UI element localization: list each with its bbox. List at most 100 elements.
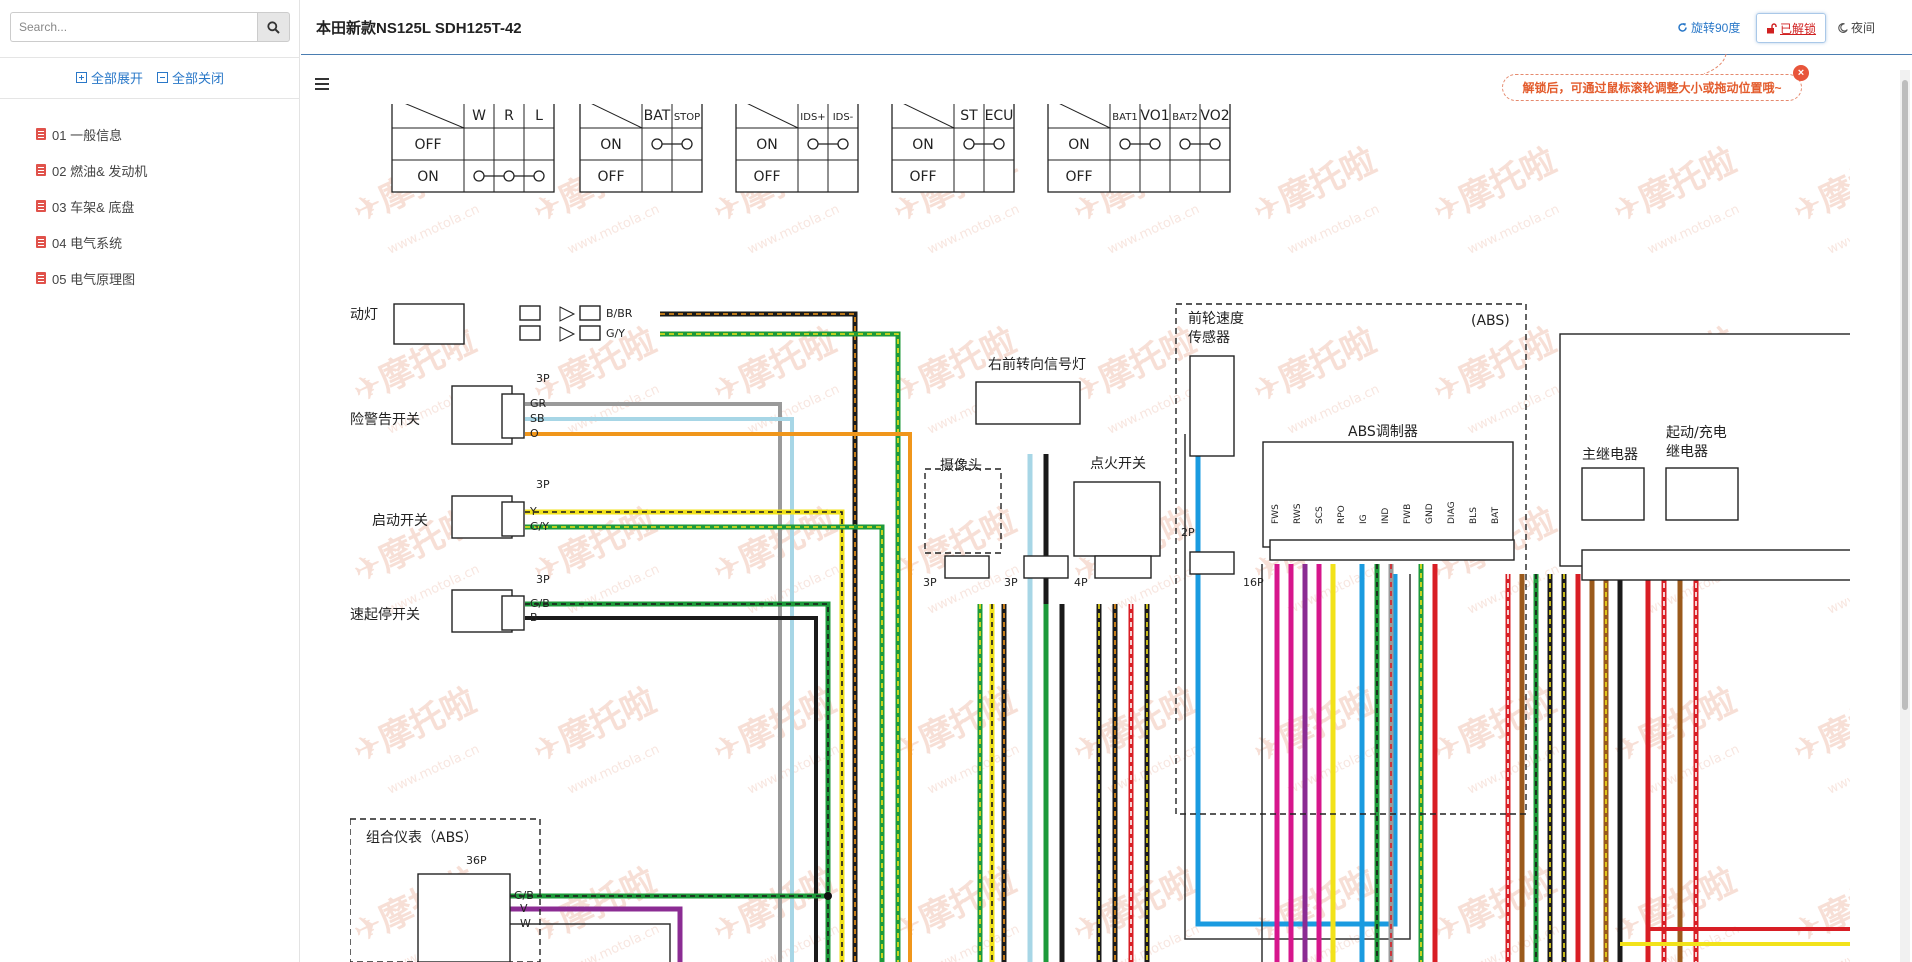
switch-row-label: ON bbox=[1068, 137, 1090, 153]
wire-y-stripe bbox=[525, 511, 843, 962]
search-bar bbox=[10, 12, 290, 42]
wire-code-label: G/Y bbox=[530, 520, 549, 533]
label-stop-lamp: 动灯 bbox=[350, 307, 378, 323]
abs-pin-label: FWS bbox=[1271, 504, 1281, 524]
label-3p-turn: 3P bbox=[1004, 576, 1018, 589]
switch-column-label: ECU bbox=[985, 108, 1014, 124]
switch-column-label: ST bbox=[960, 108, 978, 124]
label-front-speed-sensor: 前轮速度 传感器 bbox=[1188, 311, 1244, 346]
diode-symbol bbox=[559, 326, 576, 342]
wire-code-label: G/B bbox=[514, 889, 534, 902]
conduction-dot bbox=[963, 138, 975, 150]
unlock-button[interactable]: 已解锁 bbox=[1756, 13, 1827, 43]
search-input[interactable] bbox=[10, 12, 257, 42]
chapter-label: 01 一般信息 bbox=[52, 127, 123, 143]
wire-code-label: O bbox=[530, 427, 539, 440]
tooltip-pointer bbox=[1703, 53, 1727, 75]
abs-pin-label: GND bbox=[1425, 503, 1435, 524]
hamburger-menu-icon[interactable] bbox=[315, 78, 329, 90]
main-relay bbox=[1581, 467, 1645, 521]
document-icon bbox=[36, 236, 46, 248]
switch-row-label: ON bbox=[417, 169, 439, 185]
conduction-dot bbox=[1209, 138, 1221, 150]
turn-signal-lamp bbox=[975, 381, 1081, 425]
document-icon bbox=[36, 164, 46, 176]
close-icon[interactable]: × bbox=[1793, 65, 1809, 81]
night-label: 夜间 bbox=[1851, 21, 1876, 35]
label-ignition-switch: 点火开关 bbox=[1090, 456, 1146, 472]
switch-column-label: W bbox=[472, 108, 486, 124]
wiring-diagram[interactable]: ✈摩托啦 www.motola.cn WRLOFFONBATSTOPONOFFI… bbox=[350, 104, 1850, 962]
meter-dashed-box bbox=[350, 818, 541, 962]
switch-row-label: ON bbox=[912, 137, 934, 153]
meter-connector bbox=[417, 873, 511, 962]
chapter-list: 01 一般信息 02 燃油& 发动机 03 车架& 底盘 04 电气系统 05 … bbox=[36, 116, 147, 296]
table-diagonal bbox=[405, 104, 465, 129]
rotate-button[interactable]: 旋转90度 bbox=[1677, 19, 1740, 36]
collapse-all-label: 全部关闭 bbox=[172, 70, 225, 86]
camera-connector bbox=[944, 555, 990, 579]
label-idle-stop-switch: 速起停开关 bbox=[350, 607, 420, 623]
collapse-all-link[interactable]: 全部关闭 bbox=[157, 66, 224, 88]
switch-row-label: OFF bbox=[597, 169, 624, 185]
label-start-switch: 启动开关 bbox=[372, 513, 428, 529]
abs-dashed-box bbox=[1175, 303, 1527, 815]
wire-b bbox=[525, 616, 818, 962]
sensor-connector bbox=[1189, 551, 1235, 575]
conduction-dot bbox=[681, 138, 693, 150]
abs-pin-label: FWB bbox=[1403, 504, 1413, 524]
connector bbox=[519, 325, 541, 341]
connector bbox=[501, 595, 525, 631]
wire-code-label: GR bbox=[530, 397, 547, 410]
label-camera: 摄像头 bbox=[940, 458, 982, 474]
connector bbox=[501, 393, 525, 439]
label-36p: 36P bbox=[466, 854, 487, 867]
wire-o bbox=[525, 432, 912, 962]
wire-code-label: V bbox=[520, 902, 528, 915]
expand-all-link[interactable]: 全部展开 bbox=[75, 66, 143, 88]
wire-sensor-w bbox=[1184, 434, 1411, 940]
switch-table bbox=[391, 104, 555, 193]
conduction-dot bbox=[1119, 138, 1131, 150]
scrollbar-thumb[interactable] bbox=[1902, 80, 1908, 710]
diode-symbol bbox=[559, 306, 576, 322]
vertical-scrollbar[interactable] bbox=[1900, 70, 1910, 962]
table-diagonal bbox=[1059, 104, 1111, 129]
connector bbox=[579, 325, 601, 341]
unlock-icon bbox=[1767, 22, 1777, 33]
chapter-item-05[interactable]: 05 电气原理图 bbox=[36, 260, 147, 296]
ignition-switch bbox=[1073, 481, 1161, 557]
switch-column-label: R bbox=[504, 108, 514, 124]
search-button[interactable] bbox=[257, 12, 290, 42]
switch-row-label: OFF bbox=[909, 169, 936, 185]
switch-column-label: L bbox=[535, 108, 543, 124]
night-mode-button[interactable]: 夜间 bbox=[1838, 19, 1875, 36]
wire-code-label: G/Y bbox=[606, 327, 625, 340]
chapter-item-02[interactable]: 02 燃油& 发动机 bbox=[36, 152, 147, 188]
connector bbox=[519, 305, 541, 321]
switch-table bbox=[891, 104, 1015, 193]
label-meter: 组合仪表（ABS） bbox=[366, 830, 478, 846]
chapter-item-04[interactable]: 04 电气系统 bbox=[36, 224, 147, 260]
abs-pin-label: SCS bbox=[1315, 506, 1325, 524]
relay-box bbox=[1559, 333, 1850, 567]
unlock-label: 已解锁 bbox=[1780, 21, 1817, 36]
conduction-dot bbox=[1179, 138, 1191, 150]
chapter-label: 03 车架& 底盘 bbox=[52, 199, 135, 215]
moon-icon bbox=[1838, 22, 1848, 33]
chapter-item-01[interactable]: 01 一般信息 bbox=[36, 116, 147, 152]
conduction-dot bbox=[807, 138, 819, 150]
chapter-item-03[interactable]: 03 车架& 底盘 bbox=[36, 188, 147, 224]
label-3p-idle: 3P bbox=[536, 573, 550, 586]
switch-column-label: STOP bbox=[674, 112, 700, 123]
wire-gr bbox=[525, 402, 782, 962]
wire-code-label: W bbox=[520, 917, 531, 930]
document-icon bbox=[36, 128, 46, 140]
switch-column-label: VO2 bbox=[1200, 108, 1229, 124]
label-16p-abs: 16P bbox=[1243, 576, 1264, 589]
wire-meter-v bbox=[510, 906, 683, 962]
wire-sensor-l bbox=[1195, 434, 1398, 927]
label-3p-start: 3P bbox=[536, 478, 550, 491]
label-right-front-turn: 右前转向信号灯 bbox=[988, 357, 1086, 373]
switch-row-label: ON bbox=[600, 137, 622, 153]
